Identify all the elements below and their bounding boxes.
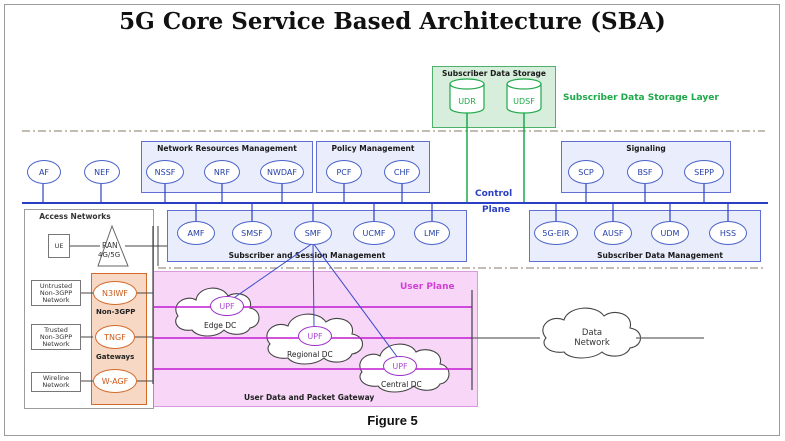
central-upf-node: UPF [383,356,417,376]
ran-label: RAN [102,241,118,250]
trusted-line-1: Trusted [44,325,68,334]
n3iwf-label: N3IWF [102,288,128,298]
user-data-packet-gateway-label: User Data and Packet Gateway [244,393,375,402]
bottom-nf-stubs [195,203,729,222]
ucmf-node: UCMF [353,221,395,245]
ue-box: UE [48,234,70,258]
ausf-label: AUSF [602,228,624,238]
untrusted-line-3: Network [42,295,70,304]
smf-label: SMF [304,228,322,238]
hss-node: HSS [709,221,747,245]
smsf-node: SMSF [232,221,272,245]
n3iwf-node: N3IWF [93,281,137,305]
udr-cylinder [449,78,485,114]
regional-dc-label: Regional DC [287,350,333,359]
central-dc-label: Central DC [381,380,422,389]
access-networks-label: Access Networks [39,212,111,221]
smf-edge-upf-link [227,242,314,303]
af-label: AF [38,167,50,177]
trusted-network-box: Trusted Non-3GPP Network [31,324,81,350]
wireline-line-1: Wireline [42,374,70,382]
smf-regional-upf-link [312,242,315,327]
edge-dc-label: Edge DC [204,321,237,330]
plane-label: Plane [482,205,511,215]
nrf-label: NRF [213,167,231,177]
amf-label: AMF [187,228,205,238]
nrf-node: NRF [204,160,240,184]
lmf-node: LMF [414,221,450,245]
ran-4g5g-label: 4G/5G [98,251,121,259]
central-upf-label: UPF [392,361,408,371]
nwdaf-node: NWDAF [260,160,304,184]
wireline-network-box: Wireline Network [31,372,81,392]
w-agf-label: W-AGF [101,376,129,386]
nssf-node: NSSF [146,160,184,184]
trusted-line-2: Non-3GPP [39,332,73,341]
sepp-label: SEPP [694,167,714,177]
signaling-label: Signaling [626,144,666,153]
subscriber-data-storage-label: Subscriber Data Storage [442,69,546,78]
w-agf-node: W-AGF [93,369,137,393]
amf-node: AMF [177,221,215,245]
chf-node: CHF [384,160,420,184]
figure-caption: Figure 5 [367,413,418,428]
5g-eir-node: 5G-EIR [534,221,578,245]
wireline-line-2: Network [42,381,70,389]
udsf-cylinder [506,78,542,114]
bsf-label: BSF [637,167,653,177]
smsf-label: SMSF [241,228,263,238]
udm-node: UDM [651,221,689,245]
session-management-label: Subscriber and Session Management [228,251,386,260]
udr-label: UDR [458,97,476,106]
network-resources-label: Network Resources Management [157,144,297,153]
nef-label: NEF [94,167,110,177]
udm-label: UDM [660,228,680,238]
ue-label: UE [54,241,64,250]
nef-node: NEF [84,160,120,184]
control-label: Control [475,189,513,199]
ucmf-label: UCMF [362,228,386,238]
data-network-line-1: Data [581,328,603,338]
top-nf-stubs [42,184,705,203]
edge-upf-node: UPF [210,296,244,316]
pcf-label: PCF [336,167,352,177]
af-node: AF [27,160,61,184]
data-network-line-2: Network [574,338,610,348]
scp-label: SCP [578,167,594,177]
tngf-label: TNGF [104,332,126,342]
bsf-node: BSF [627,160,663,184]
pcf-node: PCF [326,160,362,184]
ausf-node: AUSF [594,221,632,245]
figure-frame [4,4,780,436]
nssf-label: NSSF [154,167,176,177]
untrusted-network-box: Untrusted Non-3GPP Network [31,280,81,306]
untrusted-line-1: Untrusted [39,281,73,290]
5g-eir-label: 5G-EIR [542,228,570,238]
ran-triangle [97,224,129,267]
scp-node: SCP [568,160,604,184]
untrusted-line-2: Non-3GPP [39,288,73,297]
diagram-title: 5G Core Service Based Architecture (SBA) [119,8,666,35]
smf-node: SMF [294,221,332,245]
subscriber-data-management-label: Subscriber Data Management [597,251,723,260]
regional-upf-label: UPF [307,331,323,341]
tngf-node: TNGF [95,325,135,349]
udsf-label: UDSF [513,97,535,106]
edge-upf-label: UPF [219,301,235,311]
sepp-node: SEPP [684,160,724,184]
trusted-line-3: Network [42,339,70,348]
gateways-label: Gateways [96,353,135,361]
lmf-label: LMF [424,228,440,238]
smf-central-upf-link [312,242,399,359]
nwdaf-label: NWDAF [267,167,297,177]
policy-label: Policy Management [331,144,415,153]
regional-upf-node: UPF [298,326,332,346]
subscriber-data-storage-layer-label: Subscriber Data Storage Layer [563,93,719,103]
user-plane-label: User Plane [400,282,455,292]
non3gpp-label: Non-3GPP [96,308,136,316]
chf-label: CHF [393,167,411,177]
hss-label: HSS [719,228,737,238]
